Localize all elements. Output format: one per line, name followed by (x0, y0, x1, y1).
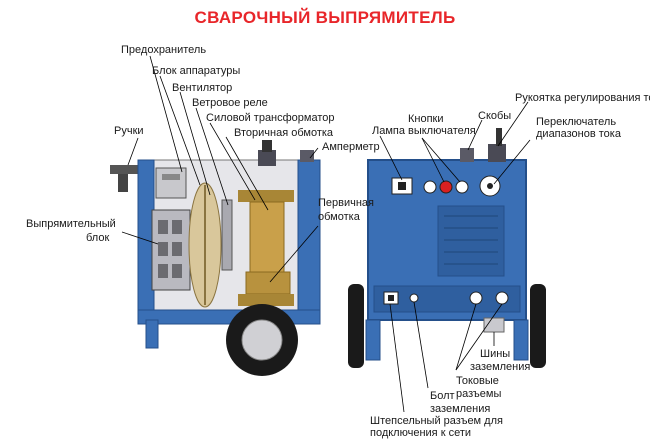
leader-buttons-2 (421, 137, 461, 183)
transformer-top-yoke (238, 190, 294, 202)
leader-ammeter (309, 147, 319, 159)
current-regulating-handle (488, 144, 506, 162)
label-control-block: Блок аппаратуры (152, 65, 241, 77)
switch-button-off (423, 180, 437, 194)
diode-2 (172, 220, 182, 234)
welder-side-cutaway (110, 140, 321, 376)
label-plug-socket-1: Штепсельный разъем для (370, 415, 503, 427)
label-ammeter: Амперметр (322, 141, 380, 153)
label-rectifier-block-1: Выпрямительный (26, 218, 116, 230)
leader-buttons-1 (421, 137, 445, 183)
switch-button-on (439, 180, 453, 194)
lamp-lens (398, 182, 406, 190)
label-primary-winding-1: Первичная (318, 197, 375, 209)
front-leg-left (365, 319, 381, 361)
wind-relay (221, 199, 233, 271)
leader-brackets (467, 119, 483, 151)
leader-wind-relay (195, 107, 229, 206)
transformer-bottom-yoke (238, 294, 294, 306)
leader-sockets-2 (455, 303, 503, 371)
diode-1 (158, 220, 168, 234)
label-power-transformer: Силовой трансформатор (206, 112, 335, 124)
leader-sockets-1 (455, 303, 477, 371)
leader-handles (127, 137, 139, 166)
ground-bolt (409, 293, 419, 303)
fuse-block (155, 167, 187, 199)
front-wheel-right (530, 284, 546, 368)
label-ground-bus-2: заземления (470, 361, 531, 373)
label-brackets: Скобы (478, 110, 512, 122)
diode-4 (172, 242, 182, 256)
label-range-switch-2: диапазонов тока (536, 128, 621, 140)
welder-front-view (348, 128, 546, 368)
label-handles: Ручки (114, 125, 144, 137)
rectifier-block (151, 209, 191, 291)
leader-fan (179, 91, 211, 196)
handle-grip (118, 174, 128, 192)
bracket-1 (460, 148, 474, 162)
ammeter (300, 150, 314, 162)
label-current-knob: Рукоятка регулирования тока (515, 92, 650, 104)
handle-left (110, 165, 140, 174)
label-current-sockets-1: Токовые (456, 375, 499, 387)
side-frame-rear (297, 159, 321, 321)
side-leg (145, 319, 159, 349)
leader-rectifier (121, 231, 159, 245)
fuse-element (162, 174, 180, 180)
label-ground-bolt-2: заземления (430, 403, 491, 415)
diode-3 (158, 242, 168, 256)
leader-secondary (225, 136, 269, 211)
label-rectifier-block-2: блок (86, 232, 110, 244)
label-range-switch-1: Переключатель (536, 116, 617, 128)
label-secondary-winding: Вторичная обмотка (234, 127, 334, 139)
diode-6 (172, 264, 182, 278)
leader-plug-socket (389, 303, 405, 413)
current-socket-2 (495, 291, 509, 305)
leader-primary (269, 225, 319, 283)
label-primary-winding-2: обмотка (318, 211, 360, 223)
label-ground-bolt-1: Болт (430, 390, 455, 402)
transformer-lifting-eye (258, 150, 276, 166)
label-wind-relay: Ветровое реле (192, 97, 268, 109)
leader-control-block (159, 75, 201, 186)
label-plug-socket-2: подключения к сети (370, 427, 471, 439)
diagram-title: СВАРОЧНЫЙ ВЫПРЯМИТЕЛЬ (194, 8, 456, 27)
leader-transformer (209, 122, 256, 201)
leader-lines (121, 55, 531, 413)
current-socket-1 (469, 291, 483, 305)
label-current-sockets-2: разъемы (456, 388, 502, 400)
leader-ground-bolt (413, 301, 429, 389)
label-switch-buttons-1: Кнопки (408, 113, 444, 125)
primary-winding-coil (245, 271, 291, 295)
diode-5 (158, 264, 168, 278)
wheel-hub (241, 319, 283, 361)
leader-current-handle (497, 101, 529, 147)
leader-lamp (379, 135, 403, 181)
range-switch-center (487, 183, 493, 189)
lifting-bolt (262, 140, 272, 152)
switch-button-3 (455, 180, 469, 194)
label-ground-bus-1: Шины (480, 348, 511, 360)
label-switch-buttons-2: выключателя (408, 125, 476, 137)
front-wheel-left (348, 284, 364, 368)
label-lamp: Лампа (372, 125, 405, 137)
leader-fuse (149, 55, 183, 173)
handle-shaft (496, 128, 502, 146)
front-leg-right (513, 319, 529, 361)
label-fan: Вентилятор (172, 82, 233, 94)
socket-hole (388, 295, 394, 301)
label-fuse: Предохранитель (121, 44, 207, 56)
leader-range-switch (493, 139, 531, 185)
